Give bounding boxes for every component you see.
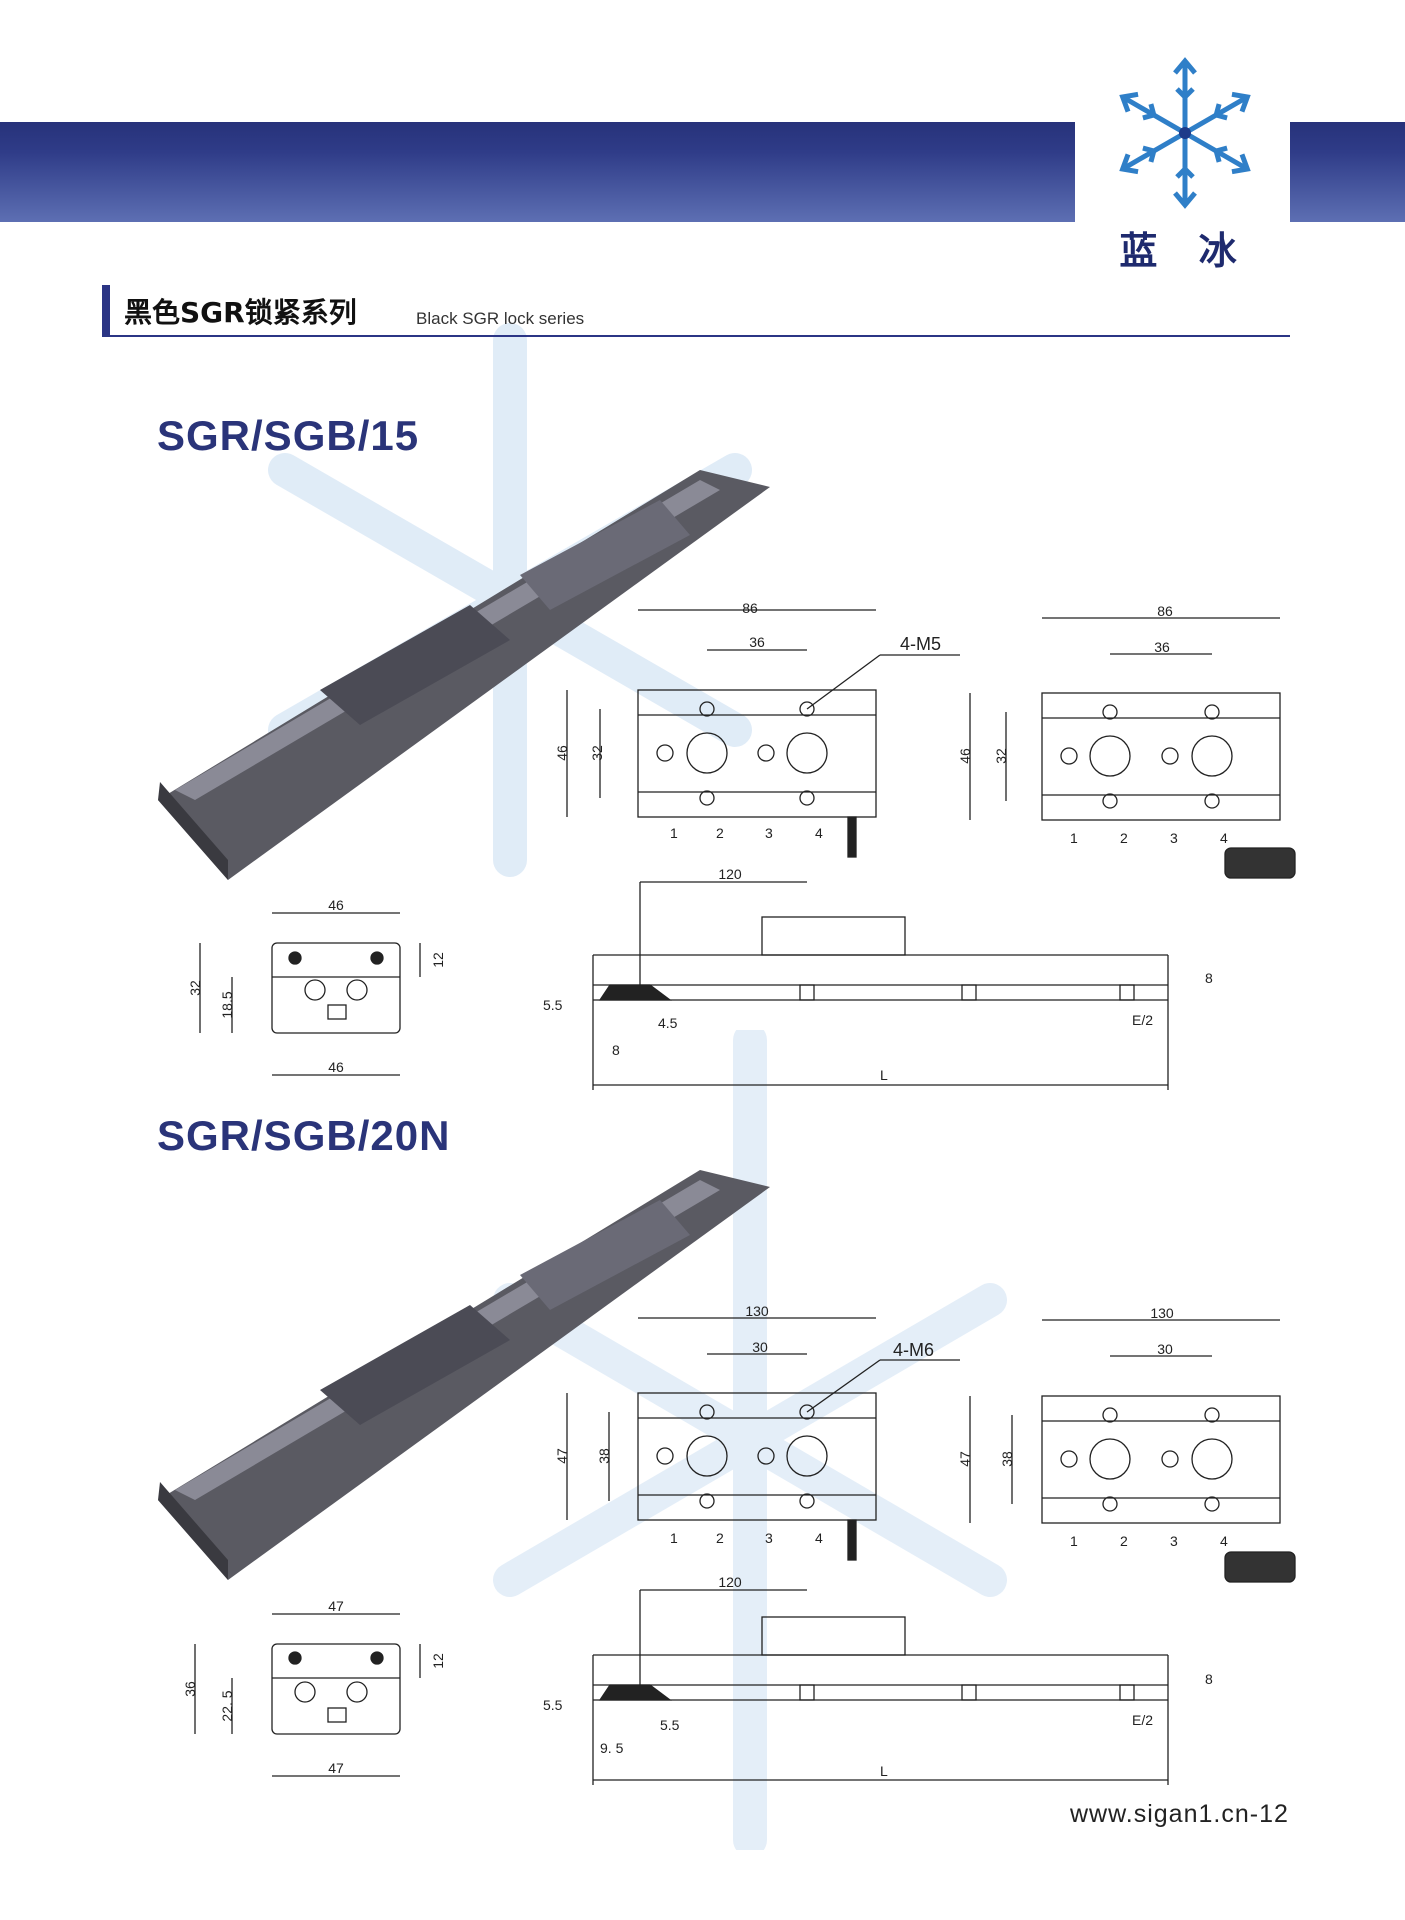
top-view-a [566, 609, 960, 858]
dim-end: E/2 [1132, 1712, 1153, 1728]
snowflake-logo-icon [1100, 57, 1270, 218]
side-view [592, 1589, 1169, 1785]
position-label: 4 [815, 1530, 823, 1546]
dim-pitch: 36 [749, 634, 765, 650]
dim-pitch: 30 [1157, 1341, 1173, 1357]
dim-b: 4.5 [658, 1015, 678, 1031]
dim-height: 46 [957, 748, 973, 764]
header-band-right [1290, 122, 1405, 222]
position-label: 2 [1120, 1533, 1128, 1549]
dim-thread: 4-M5 [900, 634, 941, 654]
product-photo [158, 470, 770, 880]
dim-hole-spacing: 32 [589, 745, 605, 761]
dim-height: 47 [957, 1451, 973, 1467]
position-label: 1 [670, 825, 678, 841]
dim-width: 130 [745, 1303, 769, 1319]
position-label: 4 [1220, 830, 1228, 846]
dim-pitch: 30 [752, 1339, 768, 1355]
dim-c: 8 [612, 1042, 620, 1058]
dim-rail-height: 8 [1205, 970, 1213, 986]
position-label: 3 [1170, 830, 1178, 846]
section-title-en: Black SGR lock series [416, 309, 585, 328]
side-view [592, 881, 1169, 1090]
top-view-b [969, 617, 1296, 879]
dim-width-top: 46 [328, 897, 344, 913]
dim-pitch: 36 [1154, 639, 1170, 655]
dim-length: 120 [718, 866, 742, 882]
dim-top: 12 [430, 952, 446, 968]
dim-height: 36 [182, 1681, 198, 1697]
dim-hole-spacing: 32 [993, 748, 1009, 764]
position-label: 2 [716, 825, 724, 841]
dim-width: 86 [1157, 603, 1173, 619]
position-label: 1 [670, 1530, 678, 1546]
brand-name: 蓝 冰 [1119, 229, 1251, 273]
dim-hole-spacing: 38 [596, 1448, 612, 1464]
product-photo [158, 1170, 770, 1580]
dim-a: 5.5 [543, 997, 563, 1013]
dim-b: 5.5 [660, 1717, 680, 1733]
dim-rail-height: 8 [1205, 1671, 1213, 1687]
position-label: 3 [765, 825, 773, 841]
dim-top: 12 [430, 1653, 446, 1669]
dim-length: 120 [718, 1574, 742, 1590]
top-view-b [969, 1319, 1296, 1583]
position-label: 4 [815, 825, 823, 841]
dim-c: 9. 5 [600, 1740, 624, 1756]
dim-width-bottom: 47 [328, 1760, 344, 1776]
position-label: 2 [716, 1530, 724, 1546]
dim-center: 18.5 [219, 991, 235, 1018]
dim-a: 5.5 [543, 1697, 563, 1713]
position-label: 3 [1170, 1533, 1178, 1549]
model-title: SGR/SGB/20N [157, 1112, 451, 1159]
dim-height: 46 [554, 745, 570, 761]
dim-height: 47 [554, 1448, 570, 1464]
dim-total: L [880, 1763, 888, 1779]
header-band-left [0, 122, 1075, 222]
model-2-drawings: 130 30 4-M6 47 38 1 2 3 4 130 30 47 38 1… [158, 1170, 1296, 1785]
dim-total: L [880, 1067, 888, 1083]
dim-thread: 4-M6 [893, 1340, 934, 1360]
section-title-cn: 黑色SGR锁紧系列 [124, 296, 357, 329]
model-title: SGR/SGB/15 [157, 412, 420, 459]
dim-center: 22. 5 [219, 1690, 235, 1721]
dim-hole-spacing: 38 [999, 1451, 1015, 1467]
dim-end: E/2 [1132, 1012, 1153, 1028]
position-label: 3 [765, 1530, 773, 1546]
section-view [194, 1613, 421, 1777]
section-heading: 黑色SGR锁紧系列 Black SGR lock series [102, 285, 1290, 337]
dim-width: 130 [1150, 1305, 1174, 1321]
footer-url: www.sigan1.cn-12 [1070, 1800, 1289, 1828]
dim-width-top: 47 [328, 1598, 344, 1614]
position-label: 4 [1220, 1533, 1228, 1549]
dim-width: 86 [742, 600, 758, 616]
position-label: 1 [1070, 1533, 1078, 1549]
section-view [199, 912, 421, 1076]
position-label: 2 [1120, 830, 1128, 846]
dim-height: 32 [187, 980, 203, 996]
dim-width-bottom: 46 [328, 1059, 344, 1075]
section-marker [102, 285, 110, 337]
top-view-a [566, 1317, 960, 1561]
position-label: 1 [1070, 830, 1078, 846]
